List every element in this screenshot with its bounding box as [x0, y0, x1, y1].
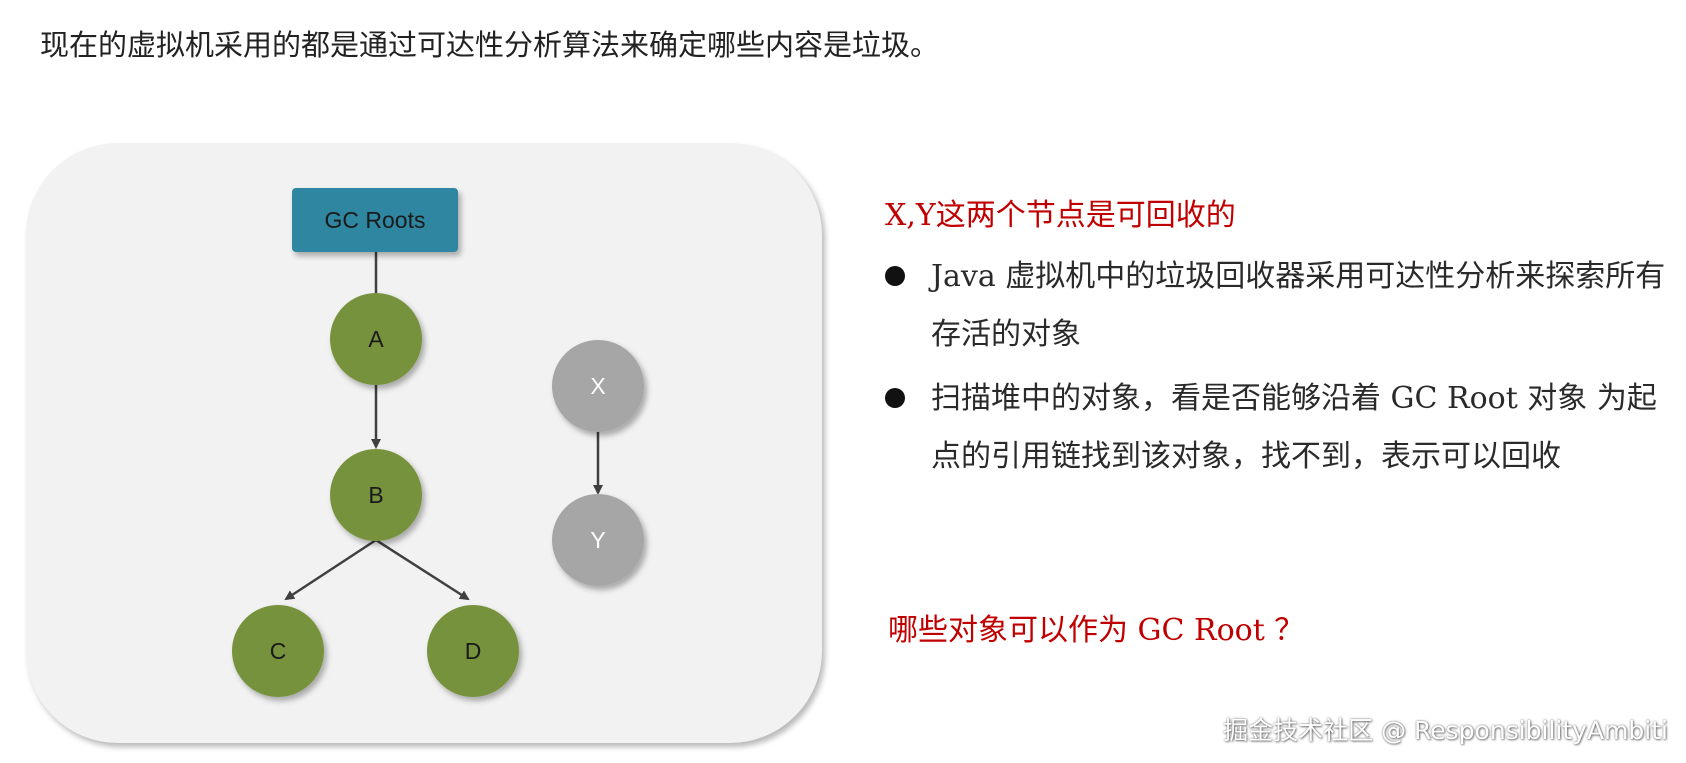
- gc-roots-box: [292, 188, 458, 252]
- node-b-circle: [330, 449, 422, 541]
- reachability-diagram: GC Roots A B C D X Y: [232, 188, 644, 697]
- node-a: A: [330, 293, 422, 385]
- gc-roots-node: GC Roots: [292, 188, 458, 252]
- node-d-circle: [427, 605, 519, 697]
- bullet-item-scan: 扫描堆中的对象，看是否能够沿着 GC Root 对象 为起点的引用链找到该对象，…: [885, 370, 1675, 486]
- node-a-circle: [330, 293, 422, 385]
- intro-text: 现在的虚拟机采用的都是通过可达性分析算法来确定哪些内容是垃圾。: [40, 28, 940, 62]
- bullet-item-reachability: Java 虚拟机中的垃圾回收器采用可达性分析来探索所有存活的对象: [885, 248, 1675, 364]
- node-y-circle: [552, 494, 644, 586]
- bullet-dot-icon: [885, 266, 905, 286]
- reclaimable-title: X,Y这两个节点是可回收的: [885, 198, 1236, 233]
- node-x-circle: [552, 340, 644, 432]
- node-c-label: C: [270, 638, 287, 664]
- diagram-panel: GC Roots A B C D X Y: [26, 143, 822, 743]
- gc-roots-label: GC Roots: [325, 207, 426, 233]
- node-y: Y: [552, 494, 644, 586]
- node-d: D: [427, 605, 519, 697]
- node-x: X: [552, 340, 644, 432]
- edge-b-c: [284, 538, 377, 601]
- node-b-label: B: [368, 482, 383, 508]
- node-c-circle: [232, 605, 324, 697]
- edge-b-d: [375, 538, 470, 601]
- node-x-label: X: [590, 373, 605, 399]
- gc-root-question: 哪些对象可以作为 GC Root ？: [888, 613, 1305, 648]
- node-y-label: Y: [590, 527, 605, 553]
- bullet-dot-icon: [885, 388, 905, 408]
- node-b: B: [330, 449, 422, 541]
- watermark: 掘金技术社区 @ ResponsibilityAmbiti: [1223, 716, 1668, 745]
- node-c: C: [232, 605, 324, 697]
- bullet-text: Java 虚拟机中的垃圾回收器采用可达性分析来探索所有存活的对象: [931, 259, 1666, 352]
- bullet-text: 扫描堆中的对象，看是否能够沿着 GC Root 对象 为起点的引用链找到该对象，…: [931, 381, 1657, 474]
- node-d-label: D: [465, 638, 482, 664]
- node-a-label: A: [368, 326, 384, 352]
